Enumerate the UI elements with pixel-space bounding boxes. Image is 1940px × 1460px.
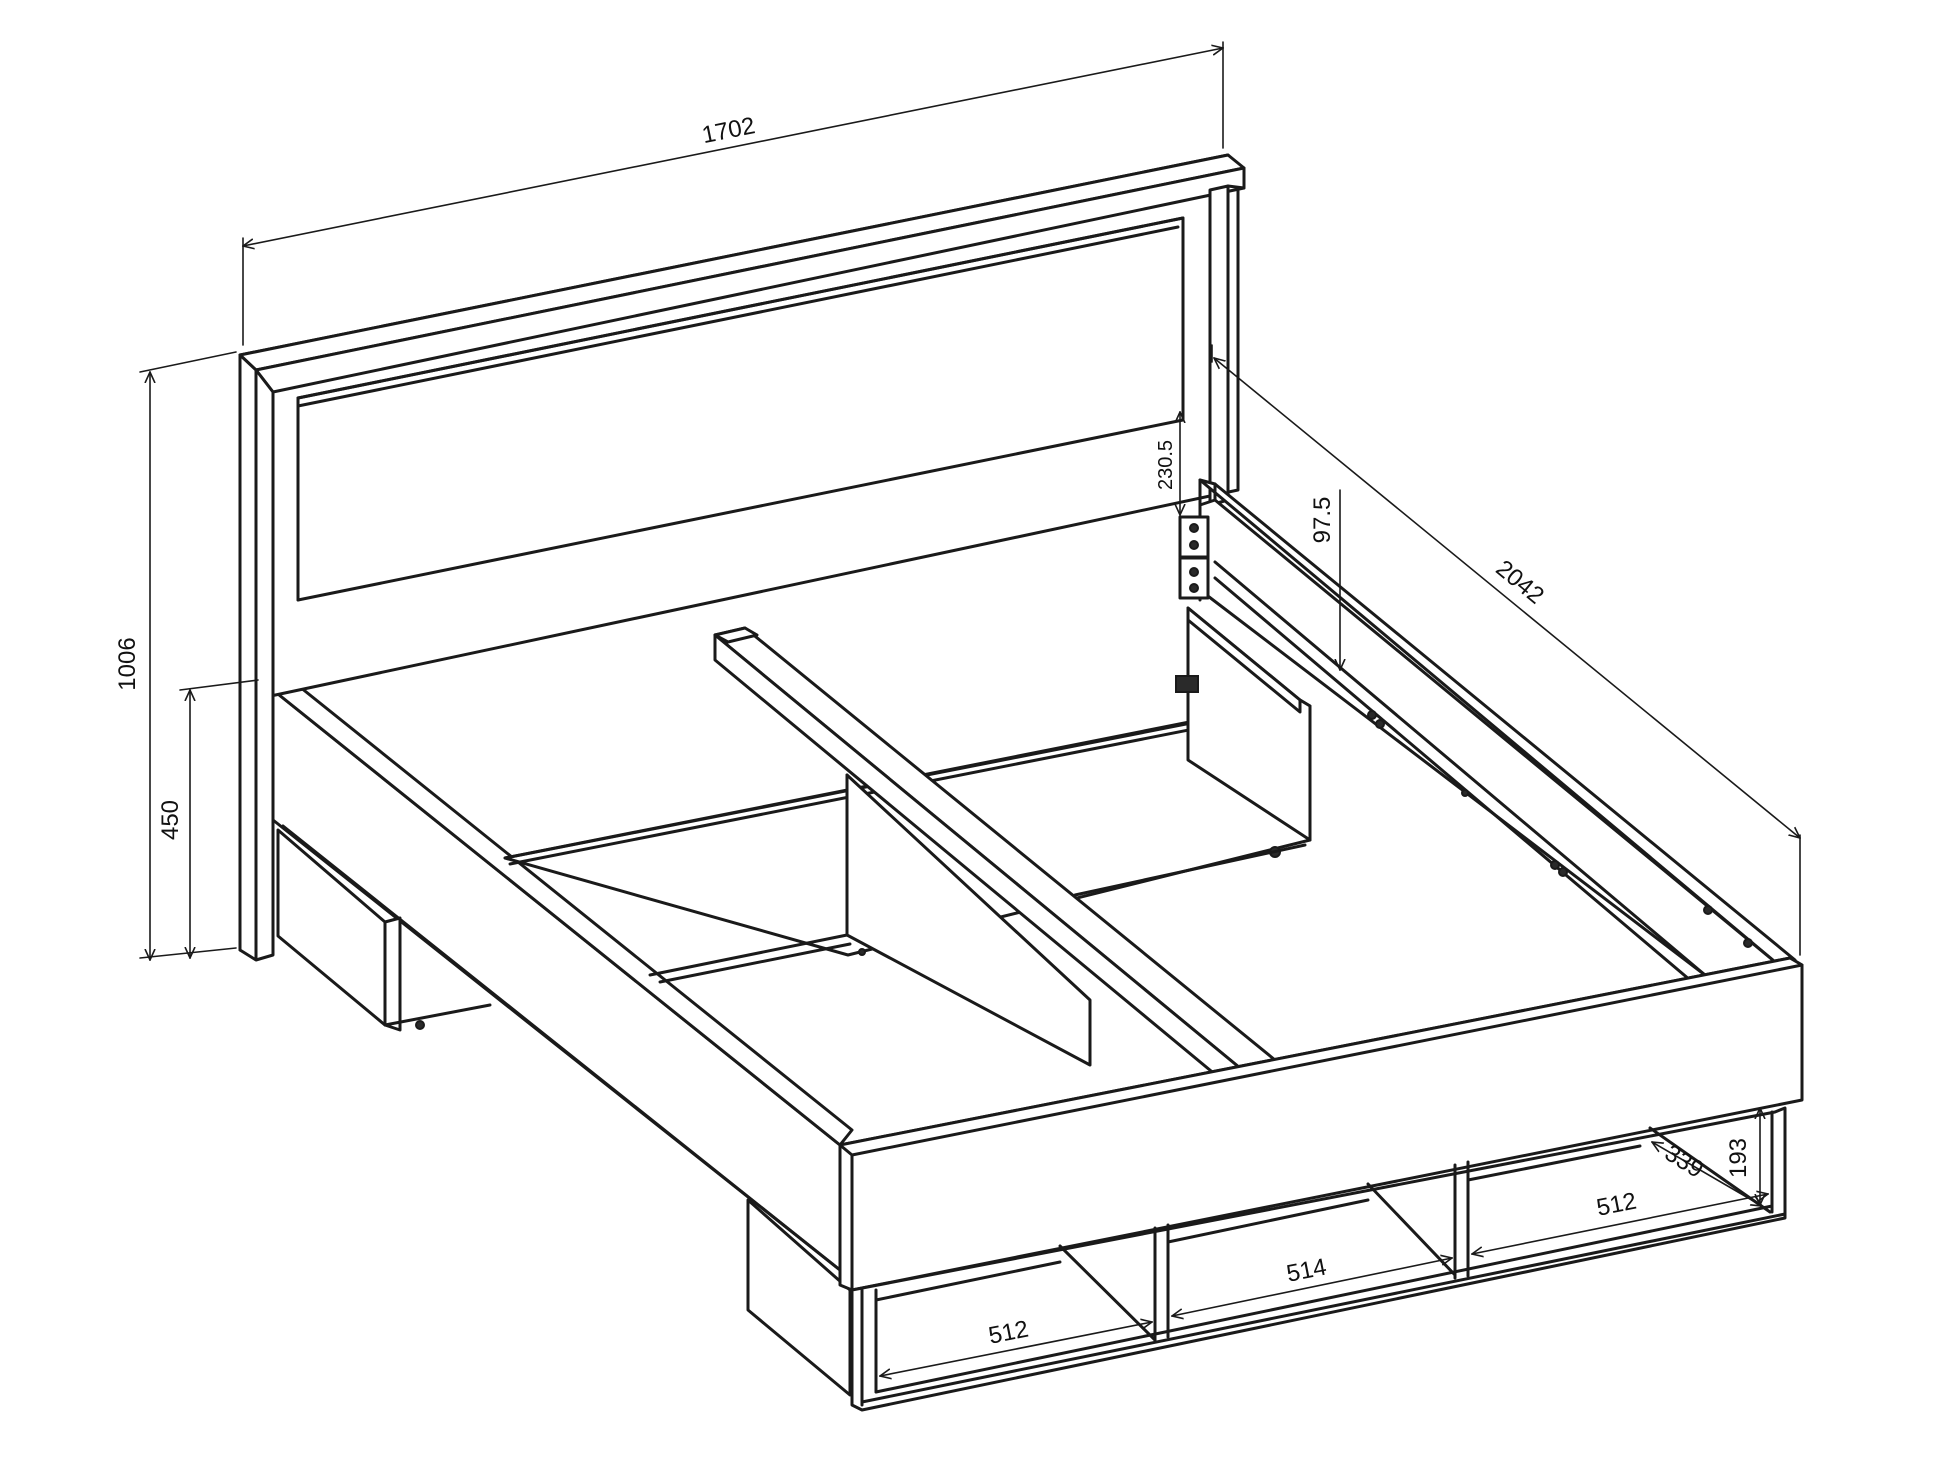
dimension-rail-offset: 97.5 bbox=[1309, 489, 1340, 670]
footboard bbox=[838, 956, 1804, 1292]
dimension-label-1006: 1006 bbox=[114, 637, 141, 690]
dimension-label-230-5: 230.5 bbox=[1155, 440, 1177, 490]
dimension-drawer-left: 512 bbox=[880, 1316, 1152, 1376]
dimension-label-450: 450 bbox=[157, 800, 184, 840]
dimension-panel-gap: 230.5 bbox=[1155, 412, 1180, 515]
dimension-frame-height: 450 bbox=[157, 679, 259, 958]
dimension-label-97-5: 97.5 bbox=[1309, 497, 1336, 544]
left-legs bbox=[276, 828, 852, 1397]
interior-cross-board bbox=[648, 843, 1307, 984]
dimension-label-2042: 2042 bbox=[1491, 555, 1549, 610]
dimension-headboard-width: 1702 bbox=[243, 41, 1223, 346]
dimension-label-193: 193 bbox=[1725, 1138, 1752, 1178]
dimension-drawer-height: 193 bbox=[1725, 1108, 1760, 1205]
dimension-total-height: 1006 bbox=[114, 351, 237, 960]
center-beam bbox=[713, 626, 1277, 1097]
